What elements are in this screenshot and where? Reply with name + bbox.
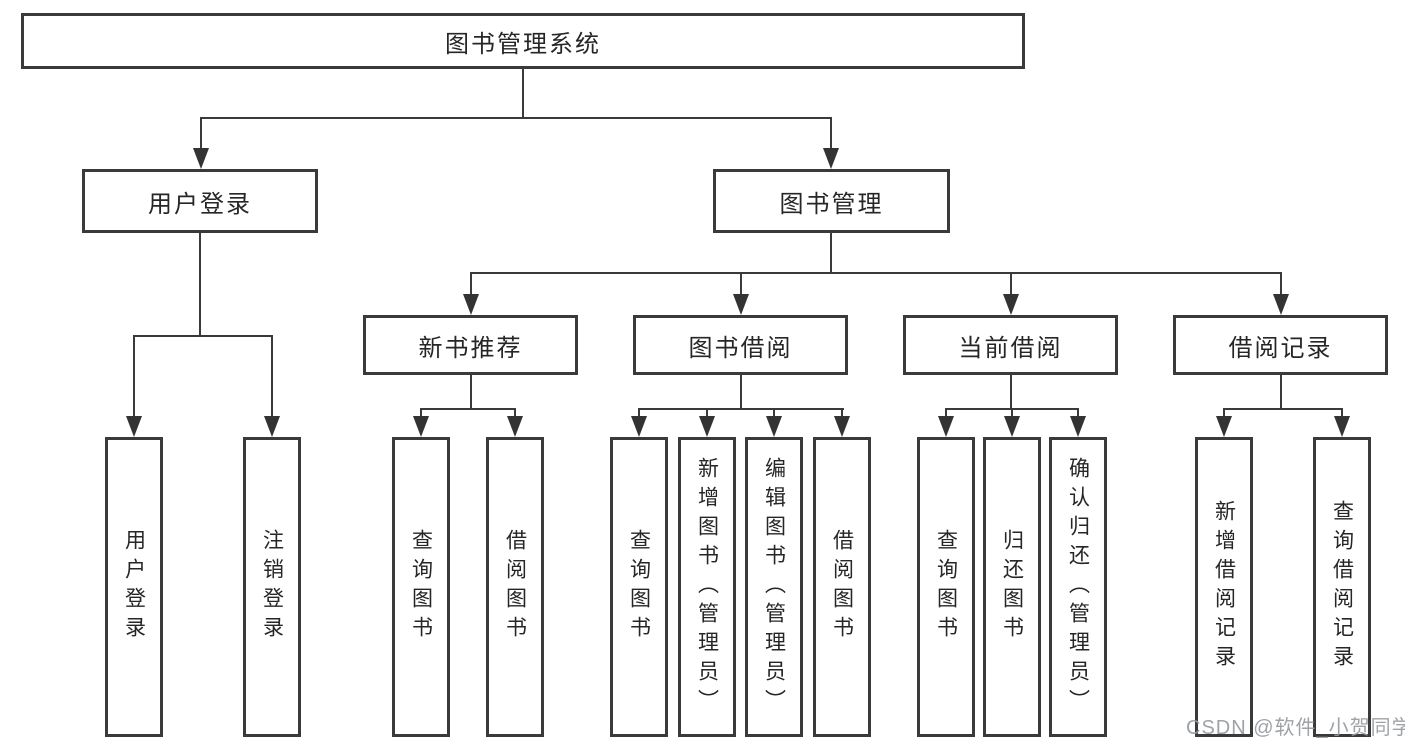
arrow-down-icon: [507, 416, 523, 437]
connector-line: [470, 272, 472, 296]
arrow-down-icon: [938, 416, 954, 437]
leaf-add-borrow-record: 新增借阅记录: [1195, 437, 1253, 737]
arrow-down-icon: [1334, 416, 1350, 437]
connector-line: [706, 408, 708, 418]
node-label: 当前借阅: [958, 334, 1063, 362]
leaf-label: 借阅图书: [830, 529, 854, 645]
leaf-label: 借阅图书: [503, 529, 527, 645]
connector-line: [1280, 272, 1282, 296]
leaf-label: 归还图书: [1000, 529, 1024, 645]
connector-line: [1280, 375, 1282, 408]
arrow-down-icon: [1070, 416, 1086, 437]
node-label: 新书推荐: [418, 334, 523, 362]
node-user-login: 用户登录: [82, 169, 318, 233]
leaf-query-books-3: 查询图书: [917, 437, 975, 737]
node-label: 用户登录: [148, 190, 252, 218]
leaf-query-books-2: 查询图书: [610, 437, 668, 737]
connector-line: [199, 233, 201, 335]
connector-line: [1010, 272, 1012, 296]
leaf-label: 用户登录: [122, 529, 146, 645]
connector-line: [773, 408, 775, 418]
leaf-label: 新增图书（管理员）: [695, 456, 719, 718]
leaf-borrow-books-2: 借阅图书: [813, 437, 871, 737]
arrow-down-icon: [264, 416, 280, 437]
connector-line: [200, 117, 832, 119]
connector-line: [638, 408, 640, 418]
arrow-down-icon: [823, 148, 839, 169]
leaf-label: 查询借阅记录: [1330, 500, 1354, 674]
leaf-query-borrow-record: 查询借阅记录: [1313, 437, 1371, 737]
leaf-return-book: 归还图书: [983, 437, 1041, 737]
node-borrow-records: 借阅记录: [1173, 315, 1388, 375]
leaf-edit-book-admin: 编辑图书（管理员）: [745, 437, 803, 737]
connector-line: [830, 233, 832, 273]
leaf-query-books-1: 查询图书: [392, 437, 450, 737]
connector-line: [740, 272, 742, 296]
node-new-book-recommend: 新书推荐: [363, 315, 578, 375]
arrow-down-icon: [1216, 416, 1232, 437]
arrow-down-icon: [1273, 294, 1289, 315]
arrow-down-icon: [733, 294, 749, 315]
connector-line: [1077, 408, 1079, 418]
connector-line: [133, 335, 273, 337]
connector-line: [1223, 408, 1225, 418]
connector-line: [830, 117, 832, 150]
arrow-down-icon: [413, 416, 429, 437]
node-label: 借阅记录: [1228, 334, 1333, 362]
connector-line: [271, 335, 273, 417]
connector-line: [514, 408, 516, 418]
leaf-label: 注销登录: [260, 529, 284, 645]
arrow-down-icon: [1003, 294, 1019, 315]
arrow-down-icon: [126, 416, 142, 437]
connector-line: [638, 408, 844, 410]
connector-line: [1223, 408, 1343, 410]
node-label: 图书管理系统: [445, 30, 601, 58]
leaf-label: 确认归还（管理员）: [1066, 456, 1090, 718]
connector-line: [420, 408, 422, 418]
arrow-down-icon: [631, 416, 647, 437]
arrow-down-icon: [463, 294, 479, 315]
csdn-watermark: CSDN @软件_小贺同学: [1186, 717, 1405, 739]
connector-line: [200, 117, 202, 149]
arrow-down-icon: [699, 416, 715, 437]
connector-line: [133, 335, 135, 417]
node-library-management-system: 图书管理系统: [21, 13, 1025, 69]
leaf-add-book-admin: 新增图书（管理员）: [678, 437, 736, 737]
leaf-label: 查询图书: [934, 529, 958, 645]
connector-line: [1010, 375, 1012, 408]
leaf-borrow-books-1: 借阅图书: [486, 437, 544, 737]
leaf-label: 查询图书: [627, 529, 651, 645]
leaf-label: 编辑图书（管理员）: [762, 456, 786, 718]
connector-line: [945, 408, 947, 418]
arrow-down-icon: [193, 148, 209, 169]
arrow-down-icon: [766, 416, 782, 437]
node-label: 图书管理: [779, 190, 884, 218]
leaf-user-login: 用户登录: [105, 437, 163, 737]
connector-line: [1011, 408, 1013, 418]
node-current-borrowing: 当前借阅: [903, 315, 1118, 375]
node-book-borrowing: 图书借阅: [633, 315, 848, 375]
connector-line: [841, 408, 843, 418]
connector-line: [522, 69, 524, 117]
arrow-down-icon: [1004, 416, 1020, 437]
leaf-label: 新增借阅记录: [1212, 500, 1236, 674]
arrow-down-icon: [834, 416, 850, 437]
connector-line: [470, 375, 472, 408]
node-label: 图书借阅: [688, 334, 793, 362]
connector-line: [420, 408, 516, 410]
connector-line: [740, 375, 742, 408]
leaf-logout: 注销登录: [243, 437, 301, 737]
connector-line: [1341, 408, 1343, 418]
connector-line: [470, 272, 1282, 274]
node-book-management: 图书管理: [713, 169, 950, 233]
leaf-confirm-return-admin: 确认归还（管理员）: [1049, 437, 1107, 737]
leaf-label: 查询图书: [409, 529, 433, 645]
